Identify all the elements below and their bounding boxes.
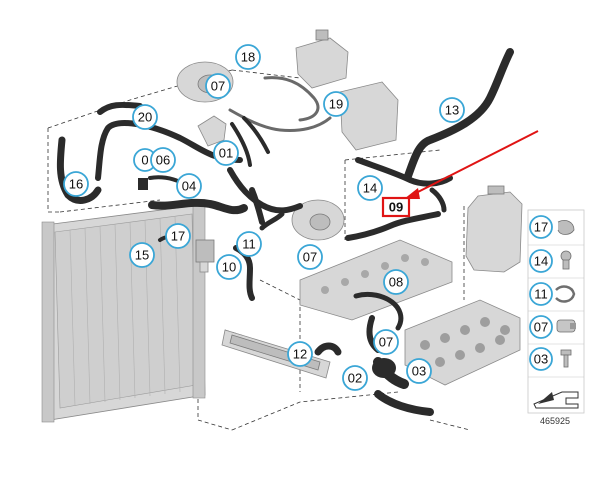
- legend-11[interactable]: 11: [529, 282, 553, 306]
- svg-text:02: 02: [348, 371, 362, 386]
- legend-14[interactable]: 14: [529, 249, 553, 273]
- svg-text:0: 0: [141, 153, 148, 168]
- svg-text:16: 16: [69, 177, 83, 192]
- legend-17[interactable]: 17: [529, 215, 553, 239]
- legend-panel: 17 14 11 07 03: [527, 209, 585, 414]
- callout-06[interactable]: 06: [150, 147, 176, 173]
- svg-text:15: 15: [135, 248, 149, 263]
- legend-03[interactable]: 03: [529, 347, 553, 371]
- callout-11[interactable]: 11: [236, 231, 262, 257]
- svg-text:08: 08: [389, 275, 403, 290]
- svg-text:03: 03: [412, 364, 426, 379]
- callout-03[interactable]: 03: [406, 358, 432, 384]
- svg-text:07: 07: [534, 320, 548, 335]
- svg-text:10: 10: [222, 260, 236, 275]
- svg-text:17: 17: [534, 220, 548, 235]
- svg-text:19: 19: [329, 97, 343, 112]
- radiator: [41, 202, 206, 423]
- diagram-ref-number: 465925: [540, 416, 570, 426]
- svg-text:20: 20: [138, 110, 152, 125]
- upper-components: [176, 29, 523, 273]
- svg-text:03: 03: [534, 352, 548, 367]
- svg-text:17: 17: [171, 229, 185, 244]
- callout-16[interactable]: 16: [63, 171, 89, 197]
- callout-17[interactable]: 17: [165, 223, 191, 249]
- callout-04[interactable]: 04: [176, 173, 202, 199]
- callout-19[interactable]: 19: [323, 91, 349, 117]
- callout-13[interactable]: 13: [439, 97, 465, 123]
- direction-arrow-icon: [533, 391, 579, 409]
- callout-0[interactable]: 0: [133, 148, 157, 172]
- callout-07-middle[interactable]: 07: [297, 244, 323, 270]
- svg-text:18: 18: [241, 50, 255, 65]
- svg-text:11: 11: [534, 287, 548, 302]
- callout-01[interactable]: 01: [213, 140, 239, 166]
- callout-12[interactable]: 12: [287, 341, 313, 367]
- engine-heads: [299, 239, 521, 386]
- highlight-arrow: [404, 130, 539, 199]
- clamp-icon: [557, 220, 575, 235]
- legend-07[interactable]: 07: [529, 315, 553, 339]
- svg-text:01: 01: [219, 146, 233, 161]
- callout-10[interactable]: 10: [216, 254, 242, 280]
- svg-text:13: 13: [445, 103, 459, 118]
- svg-text:06: 06: [156, 153, 170, 168]
- svg-text:04: 04: [182, 179, 196, 194]
- callout-07-lower[interactable]: 07: [373, 329, 399, 355]
- callout-07-top[interactable]: 07: [205, 73, 231, 99]
- callout-18[interactable]: 18: [235, 44, 261, 70]
- callout-15[interactable]: 15: [129, 242, 155, 268]
- spring-clip-icon: [555, 285, 576, 303]
- highlight-box-09[interactable]: 09: [381, 196, 411, 218]
- svg-text:09: 09: [389, 200, 403, 215]
- svg-text:14: 14: [363, 181, 377, 196]
- callout-14[interactable]: 14: [357, 175, 383, 201]
- svg-text:07: 07: [211, 79, 225, 94]
- callout-08[interactable]: 08: [383, 269, 409, 295]
- svg-text:12: 12: [293, 347, 307, 362]
- lower-bar: [221, 329, 331, 379]
- svg-text:11: 11: [242, 237, 256, 252]
- callouts: 18 07 20 19 13 16 0 06 01 04 14: [63, 44, 465, 391]
- svg-text:07: 07: [303, 250, 317, 265]
- svg-text:07: 07: [379, 335, 393, 350]
- callout-20[interactable]: 20: [132, 104, 158, 130]
- callout-02[interactable]: 02: [342, 365, 368, 391]
- bolt-icon: [560, 250, 572, 270]
- svg-text:14: 14: [534, 254, 548, 269]
- screw-icon: [560, 349, 572, 368]
- band-clamp-icon: [556, 319, 576, 333]
